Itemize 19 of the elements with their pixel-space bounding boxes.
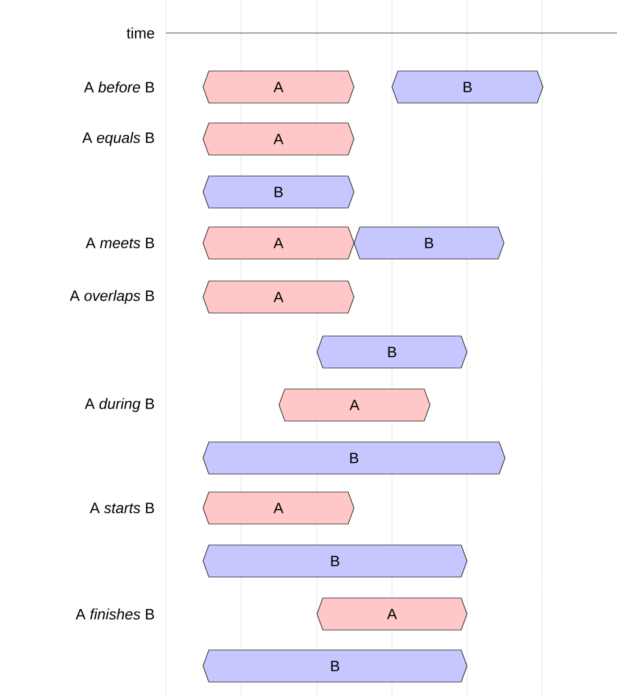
interval-hexagon: B: [202, 176, 354, 208]
row-label: A before B: [84, 82, 154, 92]
interval-hexagon: A: [278, 388, 430, 422]
row-label: A starts B: [90, 502, 154, 514]
interval-hexagon: B: [316, 336, 468, 368]
interval-hexagon: A: [202, 122, 354, 156]
row-label: A meets B: [86, 238, 154, 248]
row-label: A during B: [84, 398, 154, 412]
interval-hexagon: A: [202, 280, 354, 314]
interval-hexagon: A: [202, 70, 354, 104]
interval-hexagon: B: [354, 226, 504, 260]
interval-hexagon: A: [316, 598, 468, 630]
row-label: A overlaps B: [70, 290, 154, 304]
interval-hexagon: A: [202, 492, 354, 524]
row-label: time: [126, 28, 154, 38]
row-label: A equals B: [82, 132, 154, 146]
interval-hexagon: B: [392, 70, 544, 104]
row-label: A finishes B: [76, 608, 154, 620]
interval-hexagon: A: [202, 226, 354, 260]
